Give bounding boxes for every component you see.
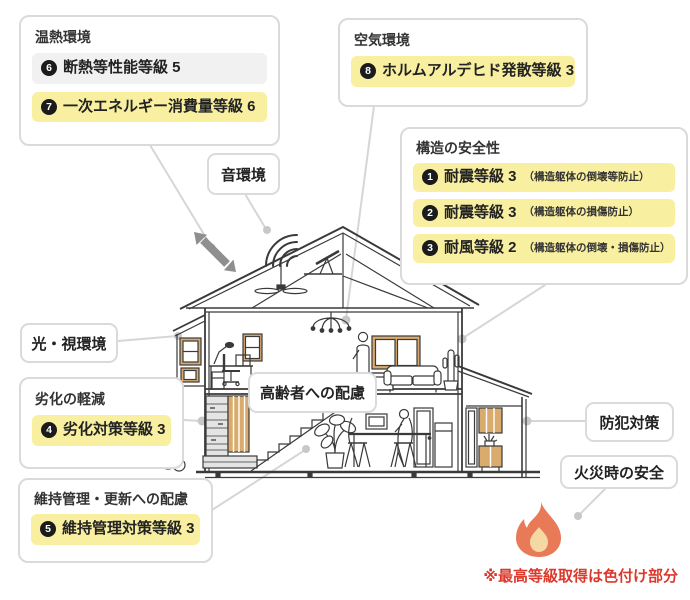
rank-badge: 2 [422, 204, 438, 221]
rank-badge: 3 [422, 240, 438, 257]
rank-badge: 7 [41, 98, 57, 115]
tag-light-visual-environment: 光・視環境 [20, 323, 118, 363]
rating-item-maintenance: 5 維持管理対策等級 3 [31, 514, 200, 545]
panel-deterioration-reduction: 劣化の軽減 4 劣化対策等級 3 [19, 377, 184, 469]
tag-crime-prevention: 防犯対策 [585, 402, 674, 442]
panel-thermal-environment: 温熱環境 6 断熱等性能等級 5 7 一次エネルギー消費量等級 6 [19, 15, 280, 146]
tag-elderly-consideration: 高齢者への配慮 [248, 372, 377, 413]
rating-item-seismic-damage: 2 耐震等級 3 （構造躯体の損傷防止） [413, 198, 675, 228]
panel-title: 構造の安全性 [416, 140, 500, 156]
rank-badge: 4 [41, 422, 57, 439]
panel-air-environment: 空気環境 8 ホルムアルデヒド発散等級 3 [338, 18, 588, 107]
panel-title: 空気環境 [354, 32, 410, 48]
rating-item-insulation: 6 断熱等性能等級 5 [32, 53, 267, 84]
connector-lines [117, 105, 607, 516]
flame-icon [516, 499, 561, 557]
highest-grade-note: ※最高等級取得は色付け部分 [483, 568, 678, 585]
rating-item-formaldehyde: 8 ホルムアルデヒド発散等級 3 [351, 56, 575, 87]
rating-item-deterioration: 4 劣化対策等級 3 [32, 415, 171, 446]
panel-maintenance: 維持管理・更新への配慮 5 維持管理対策等級 3 [18, 478, 213, 563]
rating-item-primary-energy: 7 一次エネルギー消費量等級 6 [32, 91, 267, 123]
rank-badge: 8 [360, 63, 376, 80]
tag-sound-environment: 音環境 [207, 153, 280, 195]
panel-title: 温熱環境 [35, 29, 91, 45]
panel-title: 維持管理・更新への配慮 [34, 491, 188, 507]
tag-fire-safety: 火災時の安全 [560, 455, 678, 489]
heat-flow-arrow [194, 232, 236, 272]
panel-structural-safety: 構造の安全性 1 耐震等級 3 （構造躯体の倒壊等防止） 2 耐震等級 3 （構… [400, 127, 688, 285]
house-illustration [159, 225, 540, 479]
rank-badge: 5 [40, 521, 56, 538]
panel-title: 劣化の軽減 [35, 391, 105, 407]
rank-badge: 1 [422, 169, 438, 186]
rating-item-wind: 3 耐風等級 2 （構造躯体の倒壊・損傷防止） [413, 234, 675, 263]
rating-item-seismic-collapse: 1 耐震等級 3 （構造躯体の倒壊等防止） [413, 163, 675, 192]
rank-badge: 6 [41, 60, 57, 77]
